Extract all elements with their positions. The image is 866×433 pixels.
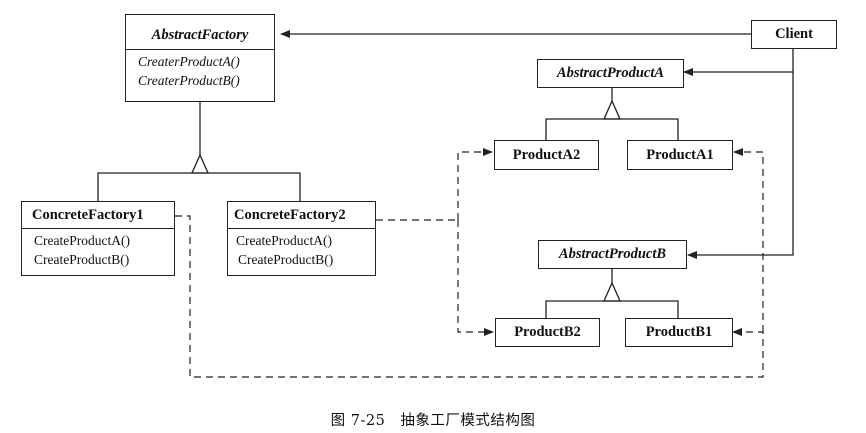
product-a-inheritance-triangle: [602, 99, 622, 120]
client-name: Client: [775, 26, 813, 42]
abstract-product-b-name: AbstractProductB: [558, 246, 667, 262]
concrete-factory-2-operation: CreateProductB(): [238, 252, 334, 267]
factory1-dependency-line: [175, 215, 764, 378]
product-a2-class[interactable]: ProductA2: [494, 140, 599, 170]
concrete-factory-1-operation: CreateProductA(): [34, 233, 130, 248]
factory-inheritance-triangle: [190, 153, 210, 174]
concrete-factory-1-name: ConcreteFactory1: [32, 207, 144, 223]
concrete-factory-1-operation: CreateProductB(): [34, 252, 130, 267]
product-a-inheritance-branches: [545, 118, 679, 140]
abstract-product-a-name: AbstractProductA: [556, 65, 665, 81]
product-a1-class[interactable]: ProductA1: [627, 140, 733, 170]
product-a1-name: ProductA1: [646, 146, 714, 163]
factory-inheritance-branches: [97, 172, 301, 201]
product-a2-name: ProductA2: [512, 146, 581, 163]
product-b1-name: ProductB1: [645, 324, 713, 340]
client-class[interactable]: Client: [751, 20, 837, 49]
product-b-inheritance-triangle: [602, 281, 622, 302]
abstract-factory-class[interactable]: AbstractFactory CreaterProductA() Create…: [125, 14, 275, 102]
product-b-inheritance-branches: [545, 300, 679, 318]
client-to-abstract-product-b-line: [687, 72, 794, 259]
figure-caption: 图 7-25 抽象工厂模式结构图: [330, 413, 536, 429]
product-b1-class[interactable]: ProductB1: [625, 318, 733, 347]
concrete-factory-2-name: ConcreteFactory2: [234, 207, 346, 223]
concrete-factory-2-divider: [228, 228, 375, 229]
concrete-factory-2-operation: CreateProductA(): [236, 233, 332, 248]
abstract-factory-name: AbstractFactory: [151, 27, 249, 43]
concrete-factory-1-divider: [22, 228, 174, 229]
product-b2-class[interactable]: ProductB2: [495, 318, 600, 347]
abstract-product-b-class[interactable]: AbstractProductB: [538, 240, 687, 269]
abstract-product-a-class[interactable]: AbstractProductA: [537, 59, 684, 88]
client-to-abstract-product-a-line: [683, 48, 794, 76]
concrete-factory-1-class[interactable]: ConcreteFactory1 CreateProductA() Create…: [21, 201, 175, 276]
factory2-to-product-a2-dependency: [457, 148, 493, 220]
factory2-to-product-b2-dependency: [457, 220, 494, 336]
abstract-factory-operation: CreaterProductB(): [138, 73, 240, 88]
concrete-factory-2-class[interactable]: ConcreteFactory2 CreateProductA() Create…: [227, 201, 376, 276]
abstract-factory-operation: CreaterProductA(): [138, 54, 240, 69]
abstract-factory-divider: [126, 49, 274, 50]
product-b2-name: ProductB2: [514, 324, 581, 340]
